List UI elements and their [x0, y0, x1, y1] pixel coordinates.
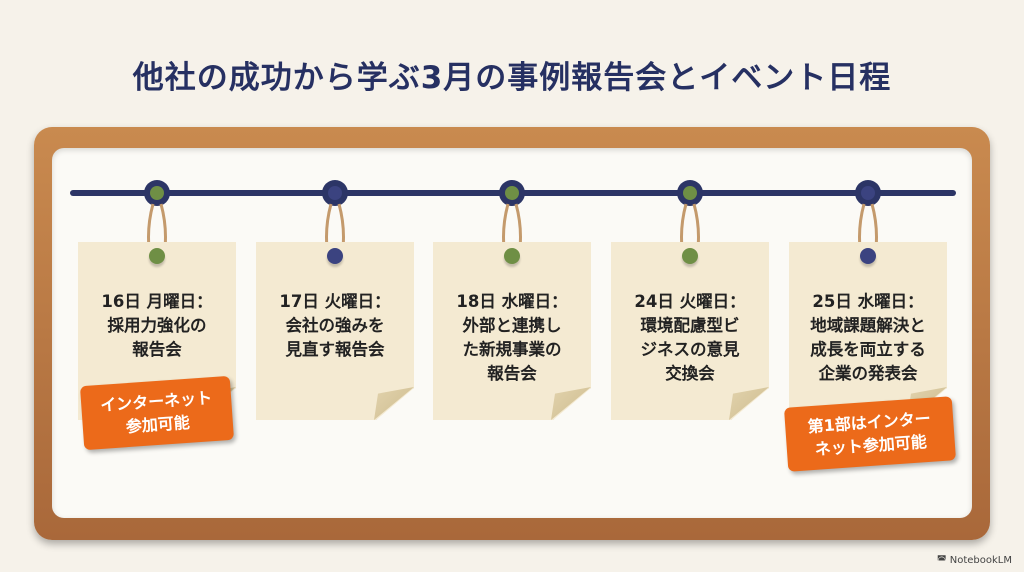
event-text: 24日 火曜日： 環境配慮型ビジネスの意見交換会 [611, 290, 769, 386]
event-note [256, 242, 414, 420]
event-line: 企業の発表会 [818, 364, 918, 383]
event-line: 外部と連携し [462, 316, 562, 335]
event-text: 18日 水曜日： 外部と連携した新規事業の報告会 [433, 290, 591, 386]
event-line: 報告会 [487, 364, 537, 383]
pin-icon [682, 248, 698, 264]
footer-text: NotebookLM [949, 555, 1012, 566]
event-line: 16日 月曜日： [101, 292, 213, 311]
event-text: 25日 水曜日： 地域課題解決と成長を両立する企業の発表会 [789, 290, 947, 386]
timeline-node [855, 180, 881, 206]
hanging-string [502, 203, 522, 248]
hanging-string [858, 203, 878, 248]
event-line: た新規事業の [462, 340, 562, 359]
event-line: ジネスの意見 [640, 340, 740, 359]
event-line: 18日 水曜日： [456, 292, 568, 311]
timeline-node [144, 180, 170, 206]
event-line: 会社の強みを [285, 316, 385, 335]
timeline-node [499, 180, 525, 206]
pin-icon [860, 248, 876, 264]
timeline-node [322, 180, 348, 206]
event-line: 環境配慮型ビ [640, 316, 740, 335]
online-badge-1: インターネット参加可能 [79, 375, 235, 451]
timeline-node [677, 180, 703, 206]
hanging-string [680, 203, 700, 248]
event-text: 17日 火曜日： 会社の強みを見直す報告会 [256, 290, 414, 362]
page-title: 他社の成功から学ぶ3月の事例報告会とイベント日程 [132, 60, 892, 96]
event-note [611, 242, 769, 420]
event-line: 交換会 [665, 364, 715, 383]
notebooklm-watermark: ◚ NotebookLM [936, 555, 1012, 566]
pin-icon [149, 248, 165, 264]
event-note [433, 242, 591, 420]
event-line: 見直す報告会 [285, 340, 385, 359]
event-line: 地域課題解決と [810, 316, 926, 335]
event-line: 25日 水曜日： [812, 292, 924, 311]
event-line: 成長を両立する [810, 340, 926, 359]
event-note [789, 242, 947, 420]
event-line: 24日 火曜日： [634, 292, 746, 311]
event-text: 16日 月曜日： 採用力強化の報告会 [78, 290, 236, 362]
event-line: 採用力強化の [107, 316, 207, 335]
pin-icon [504, 248, 520, 264]
online-badge-2: 第1部はインターネット参加可能 [783, 396, 957, 472]
event-line: 報告会 [132, 340, 182, 359]
event-line: 17日 火曜日： [279, 292, 391, 311]
pin-icon [327, 248, 343, 264]
hanging-string [147, 203, 167, 248]
hanging-string [325, 203, 345, 248]
